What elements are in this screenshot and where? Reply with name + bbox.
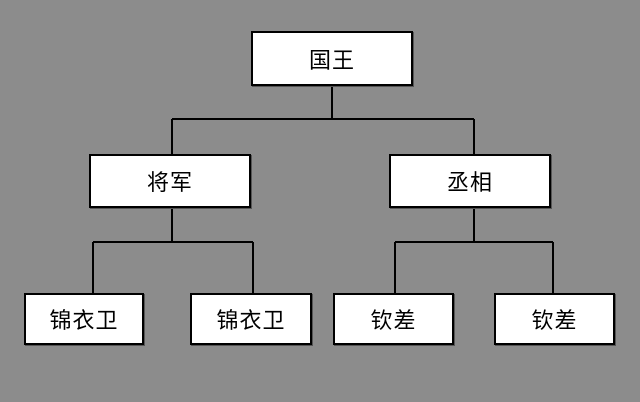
connector-root-to-branches [171, 86, 475, 154]
connector-general-to-guards [92, 208, 254, 293]
node-guard-right: 锦衣卫 [190, 293, 312, 345]
node-king: 国王 [251, 31, 413, 86]
node-envoy-left: 钦差 [333, 293, 454, 345]
node-envoy-right-label: 钦差 [531, 309, 578, 334]
node-general: 将军 [89, 154, 251, 208]
node-chancellor-label: 丞相 [446, 171, 493, 196]
node-envoy-left-label: 钦差 [370, 309, 417, 334]
node-envoy-right: 钦差 [494, 293, 615, 345]
node-general-label: 将军 [146, 171, 193, 196]
connector-chancellor-to-envoys [394, 208, 554, 293]
node-chancellor: 丞相 [389, 154, 551, 208]
node-guard-left-label: 锦衣卫 [49, 309, 119, 334]
node-guard-right-label: 锦衣卫 [216, 309, 286, 334]
node-guard-left: 锦衣卫 [24, 293, 144, 345]
node-king-label: 国王 [308, 48, 355, 74]
